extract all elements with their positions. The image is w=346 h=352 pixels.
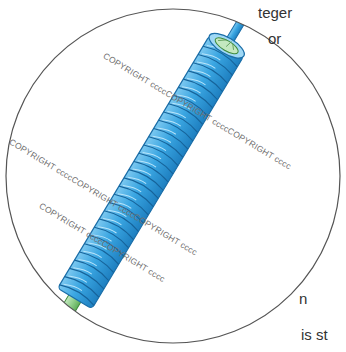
coil-highlight bbox=[138, 157, 156, 170]
coil-highlight bbox=[98, 223, 116, 236]
coil-highlight bbox=[128, 174, 146, 187]
coil-highlight bbox=[73, 264, 91, 277]
coil-highlight bbox=[123, 182, 141, 195]
body-text-fragment: teger bbox=[258, 4, 292, 22]
coil-highlight bbox=[143, 149, 161, 162]
wrap-end bbox=[205, 29, 248, 63]
coil-highlight bbox=[197, 58, 215, 71]
coil-highlight bbox=[153, 133, 171, 146]
coil-winding bbox=[60, 282, 96, 306]
coil-highlight bbox=[202, 50, 220, 63]
coil-highlight bbox=[167, 108, 185, 121]
body-text-fragment: or bbox=[268, 30, 281, 48]
view-circle bbox=[6, 9, 340, 343]
view-circle-border bbox=[6, 9, 340, 343]
body-text-fragment: n bbox=[299, 290, 307, 308]
coil-highlight bbox=[103, 215, 121, 228]
coil-highlight bbox=[68, 272, 86, 285]
coil-highlight bbox=[148, 141, 166, 154]
body-text-fragment: is st bbox=[301, 326, 328, 344]
coil-highlight bbox=[182, 83, 200, 96]
coil-highlight bbox=[83, 248, 101, 261]
coil-highlight bbox=[187, 75, 205, 88]
coil-highlight bbox=[162, 116, 180, 129]
coil-highlight bbox=[157, 124, 175, 137]
coil-highlight bbox=[64, 281, 82, 294]
coil-highlight bbox=[133, 165, 151, 178]
coil-highlight bbox=[192, 67, 210, 80]
core-end bbox=[213, 35, 240, 57]
coil-highlight bbox=[78, 256, 96, 269]
